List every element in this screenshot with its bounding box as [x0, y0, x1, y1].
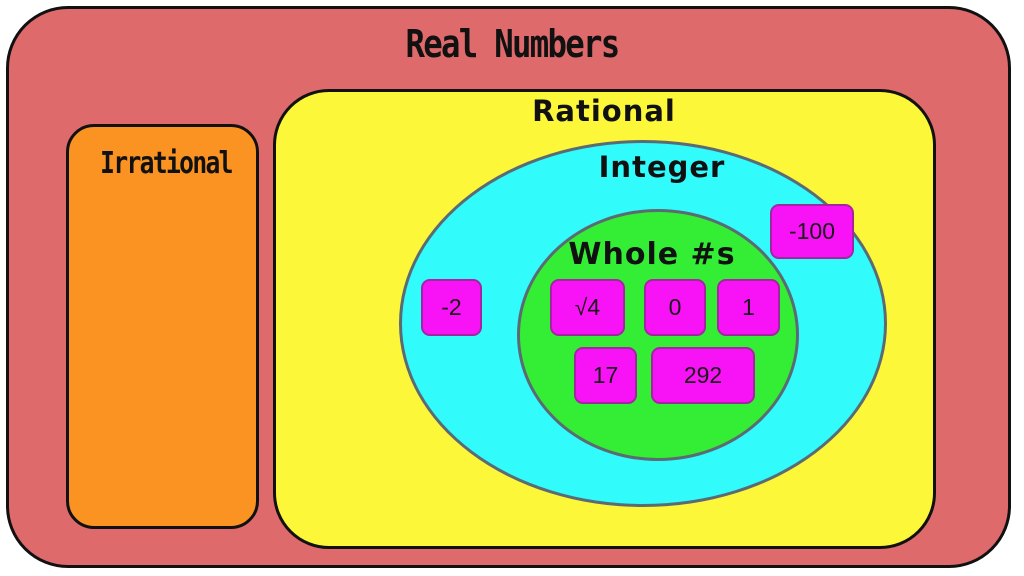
number-chip-0[interactable]: 0: [644, 279, 706, 336]
real-numbers-label: Real Numbers: [405, 22, 621, 66]
number-chip-neg-100[interactable]: -100: [770, 204, 854, 259]
number-chip-292[interactable]: 292: [651, 347, 755, 404]
rational-label: Rational: [532, 94, 676, 128]
number-chip-1[interactable]: 1: [717, 279, 780, 336]
number-chip-17[interactable]: 17: [574, 347, 637, 404]
number-chip-neg-2[interactable]: -2: [421, 279, 482, 336]
integer-label: Integer: [598, 150, 726, 184]
number-chip-sqrt-4[interactable]: √4: [550, 279, 625, 336]
irrational-region: [66, 124, 259, 529]
whole-numbers-label: Whole #s: [568, 237, 736, 272]
irrational-label: Irrational: [100, 146, 233, 181]
